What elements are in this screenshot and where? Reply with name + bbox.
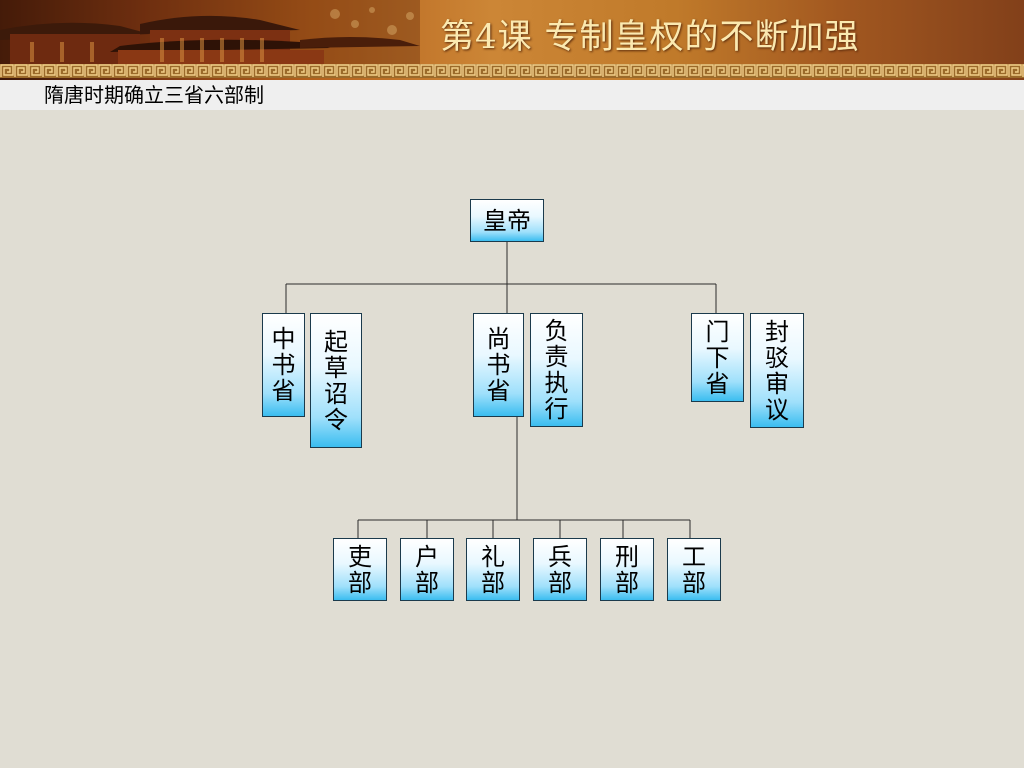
- lesson-title: 第4课 专制皇权的不断加强: [440, 17, 860, 57]
- shangshu-province-box: 尚书省: [473, 313, 524, 417]
- shangshu-role-label: 负责执行: [544, 317, 569, 423]
- ministry-box-rites: 礼部: [466, 538, 520, 601]
- shangshu-role-box: 负责执行: [530, 313, 583, 427]
- ministry-label: 吏部: [348, 542, 372, 597]
- zhongshu-role-label: 起草诏令: [324, 327, 348, 434]
- zhongshu-province-box: 中书省: [262, 313, 305, 417]
- subtitle-bar: 隋唐时期确立三省六部制: [0, 80, 1024, 110]
- ministry-box-personnel: 吏部: [333, 538, 387, 601]
- emperor-box: 皇帝: [470, 199, 544, 242]
- ministry-box-justice: 刑部: [600, 538, 654, 601]
- ministry-label: 工部: [682, 542, 706, 597]
- fret-border: [0, 64, 1024, 78]
- menxia-province-label: 门下省: [705, 317, 730, 398]
- menxia-role-label: 封驳审议: [765, 317, 789, 424]
- slide-subtitle: 隋唐时期确立三省六部制: [44, 83, 264, 107]
- ministry-box-revenue: 户部: [400, 538, 454, 601]
- emperor-label: 皇帝: [483, 206, 531, 235]
- palace-illustration: [0, 0, 420, 70]
- ministry-label: 刑部: [615, 542, 639, 597]
- ministry-box-works: 工部: [667, 538, 721, 601]
- ministry-label: 兵部: [548, 542, 572, 597]
- ministry-label: 户部: [415, 542, 439, 597]
- shangshu-province-label: 尚书省: [486, 325, 511, 405]
- zhongshu-role-box: 起草诏令: [310, 313, 362, 448]
- ministry-label: 礼部: [481, 542, 505, 597]
- zhongshu-province-label: 中书省: [271, 325, 296, 405]
- ministry-box-war: 兵部: [533, 538, 587, 601]
- header-banner: 第4课 专制皇权的不断加强: [0, 0, 1024, 80]
- menxia-role-box: 封驳审议: [750, 313, 804, 428]
- menxia-province-box: 门下省: [691, 313, 744, 402]
